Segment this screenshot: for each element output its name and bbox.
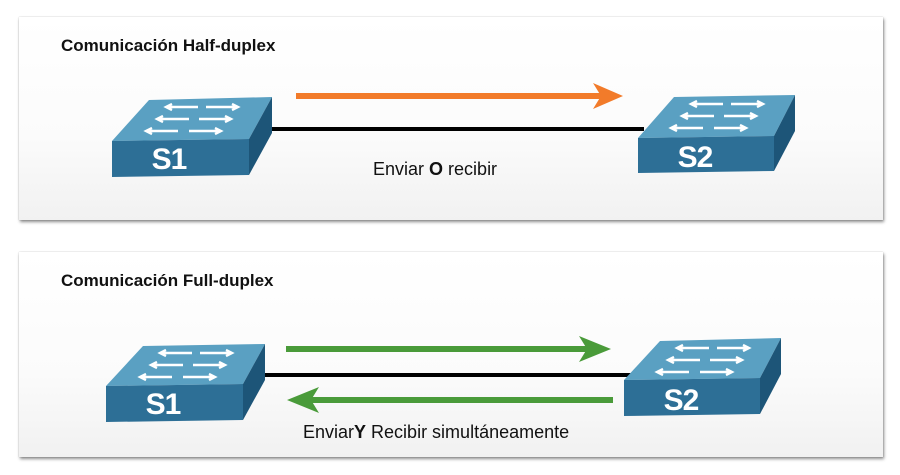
caption-text: recibir (443, 159, 498, 179)
caption-keyword: Y (354, 422, 367, 442)
half-duplex-caption: Enviar O recibir (373, 159, 497, 180)
switch-s1-icon: S1 (112, 97, 272, 177)
full-duplex-caption: EnviarY Recibir simultáneamente (303, 422, 569, 443)
arrow-right-icon (286, 336, 611, 362)
arrow-right-icon (296, 83, 623, 109)
caption-keyword: O (429, 159, 444, 179)
switch-s1-label: S1 (152, 143, 187, 176)
switch-s2-label: S2 (678, 141, 713, 174)
full-duplex-title: Comunicación Full-duplex (61, 271, 274, 290)
half-duplex-panel: Comunicación Half-duplex S1 (19, 17, 883, 220)
caption-text: Enviar (373, 159, 430, 179)
switch-s1-label: S1 (146, 388, 181, 421)
switch-s2-label: S2 (664, 384, 699, 417)
switch-s1-icon: S1 (106, 344, 265, 422)
arrow-left-icon (287, 387, 613, 413)
switch-s2-icon: S2 (624, 338, 781, 417)
half-duplex-diagram: S1 S2 (112, 83, 795, 177)
full-duplex-panel: Comunicación Full-duplex S1 (19, 252, 883, 457)
caption-text: Enviar (303, 422, 355, 442)
caption-text: Recibir simultáneamente (366, 422, 570, 442)
full-duplex-diagram: S1 S2 (106, 336, 781, 422)
switch-s2-icon: S2 (638, 95, 795, 174)
half-duplex-title: Comunicación Half-duplex (61, 36, 276, 55)
